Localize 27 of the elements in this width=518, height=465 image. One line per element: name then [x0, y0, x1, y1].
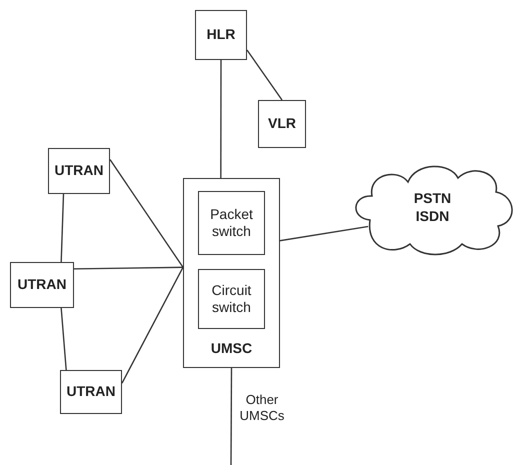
connector-line [220, 60, 222, 178]
node-label: Circuit switch [210, 282, 252, 316]
process-box [195, 10, 247, 60]
node-label: PSTN ISDN [412, 190, 452, 225]
process-box [258, 100, 306, 148]
connector-line [109, 159, 184, 268]
connector-line [121, 267, 184, 384]
node-label: HLR [206, 26, 236, 44]
connector-line [230, 368, 232, 465]
process-box [60, 370, 122, 414]
connector-line [246, 50, 283, 100]
edge-label: Other UMSCs [238, 392, 286, 424]
node-label: VLR [268, 115, 296, 133]
node-label: Packet switch [209, 206, 254, 240]
process-box [10, 262, 74, 308]
node-label: UMSC [210, 340, 252, 357]
connector-line [74, 266, 183, 270]
process-box [198, 191, 265, 255]
node-label: UTRAN [54, 162, 104, 180]
node-label: UTRAN [66, 383, 116, 401]
process-box [183, 178, 280, 368]
connector-line [60, 194, 64, 262]
process-box [198, 269, 265, 329]
node-label: UTRAN [18, 276, 66, 294]
connector-line [60, 308, 67, 370]
process-box [48, 148, 110, 194]
connector-line [280, 226, 368, 242]
